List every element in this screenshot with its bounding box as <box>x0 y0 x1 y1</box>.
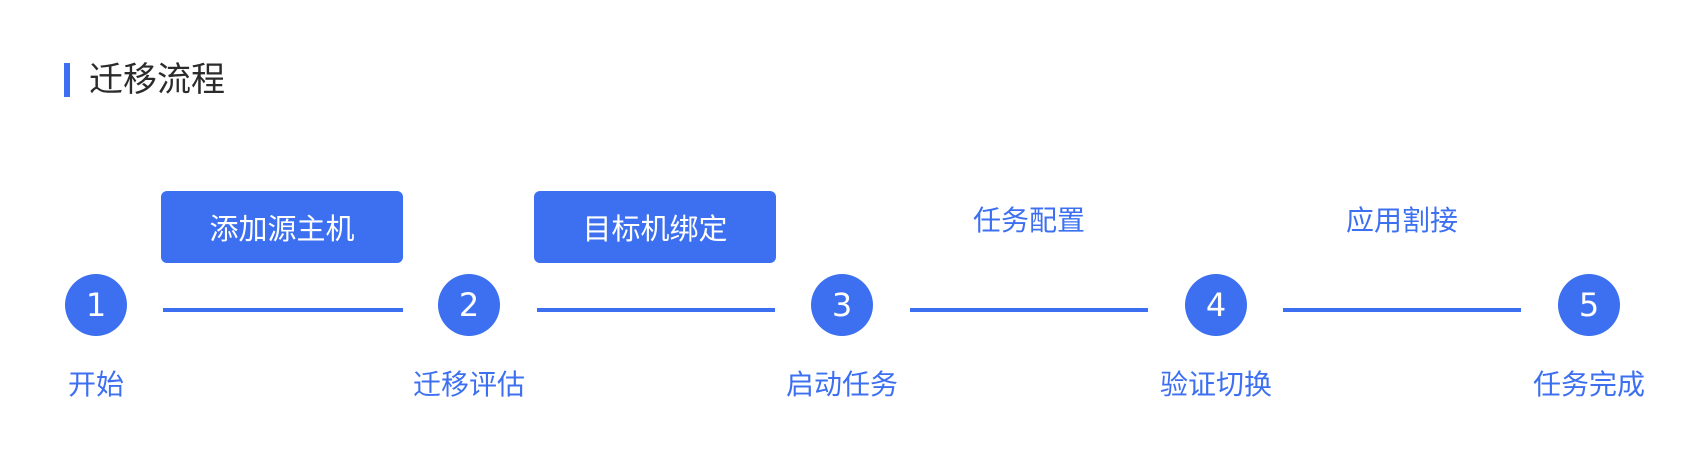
step-2-circle: 2 <box>438 274 500 336</box>
step-5-circle: 5 <box>1558 274 1620 336</box>
connector-2-3 <box>537 308 775 312</box>
title-accent-bar <box>64 63 70 97</box>
connector-1-2 <box>163 308 403 312</box>
task-config-link[interactable]: 任务配置 <box>972 204 1085 237</box>
bind-target-machine-button[interactable]: 目标机绑定 <box>534 191 776 263</box>
step-5-label: 任务完成 <box>1532 368 1645 401</box>
step-4-label: 验证切换 <box>1159 368 1272 401</box>
add-source-host-button[interactable]: 添加源主机 <box>161 191 403 263</box>
step-2-label: 迁移评估 <box>412 368 525 401</box>
step-1-circle: 1 <box>65 274 127 336</box>
page-title: 迁移流程 <box>89 60 225 100</box>
step-1-label: 开始 <box>67 368 124 401</box>
section-title: 迁移流程 <box>64 62 225 98</box>
connector-4-5 <box>1283 308 1521 312</box>
step-4-circle: 4 <box>1185 274 1247 336</box>
step-3-label: 启动任务 <box>785 368 898 401</box>
connector-3-4 <box>910 308 1148 312</box>
app-cutover-link[interactable]: 应用割接 <box>1345 204 1458 237</box>
step-3-circle: 3 <box>811 274 873 336</box>
